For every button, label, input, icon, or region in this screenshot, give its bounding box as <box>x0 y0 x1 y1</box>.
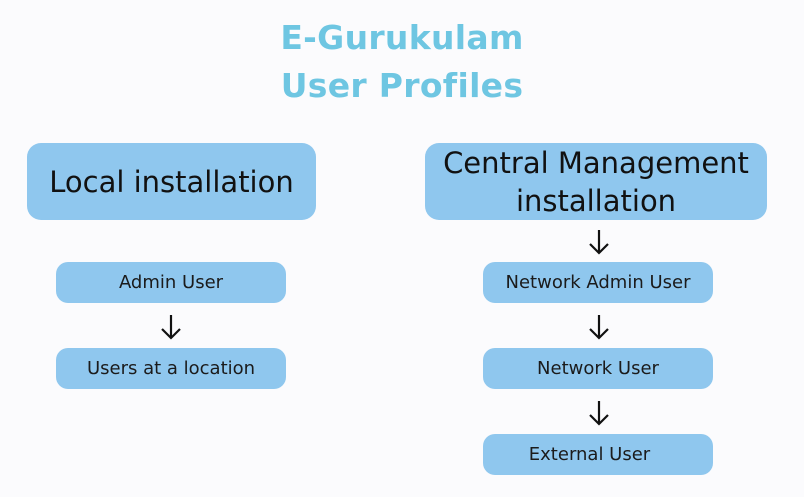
users-at-location-box: Users at a location <box>56 348 286 389</box>
external-user-box: External User <box>483 434 713 475</box>
central-management-label-line1: Central Management <box>443 145 749 180</box>
central-management-label-line2: installation <box>515 183 677 218</box>
network-admin-user-label: Network Admin User <box>505 272 691 293</box>
arrow-down-icon <box>161 315 181 340</box>
network-user-label: Network User <box>537 358 659 379</box>
title-line-1: E-Gurukulam <box>280 18 524 57</box>
network-user-box: Network User <box>483 348 713 389</box>
external-user-label: External User <box>528 444 651 465</box>
arrow-down-icon <box>589 315 609 340</box>
admin-user-box: Admin User <box>56 262 286 303</box>
title-line-2: User Profiles <box>280 66 524 105</box>
local-installation-box: Local installation <box>27 143 316 220</box>
admin-user-label: Admin User <box>118 272 224 293</box>
local-installation-label: Local installation <box>49 164 294 199</box>
arrow-down-icon <box>589 230 609 255</box>
users-at-location-label: Users at a location <box>86 358 256 379</box>
central-management-box: Central Management installation <box>425 143 767 220</box>
arrow-down-icon <box>589 401 609 426</box>
network-admin-user-box: Network Admin User <box>483 262 713 303</box>
